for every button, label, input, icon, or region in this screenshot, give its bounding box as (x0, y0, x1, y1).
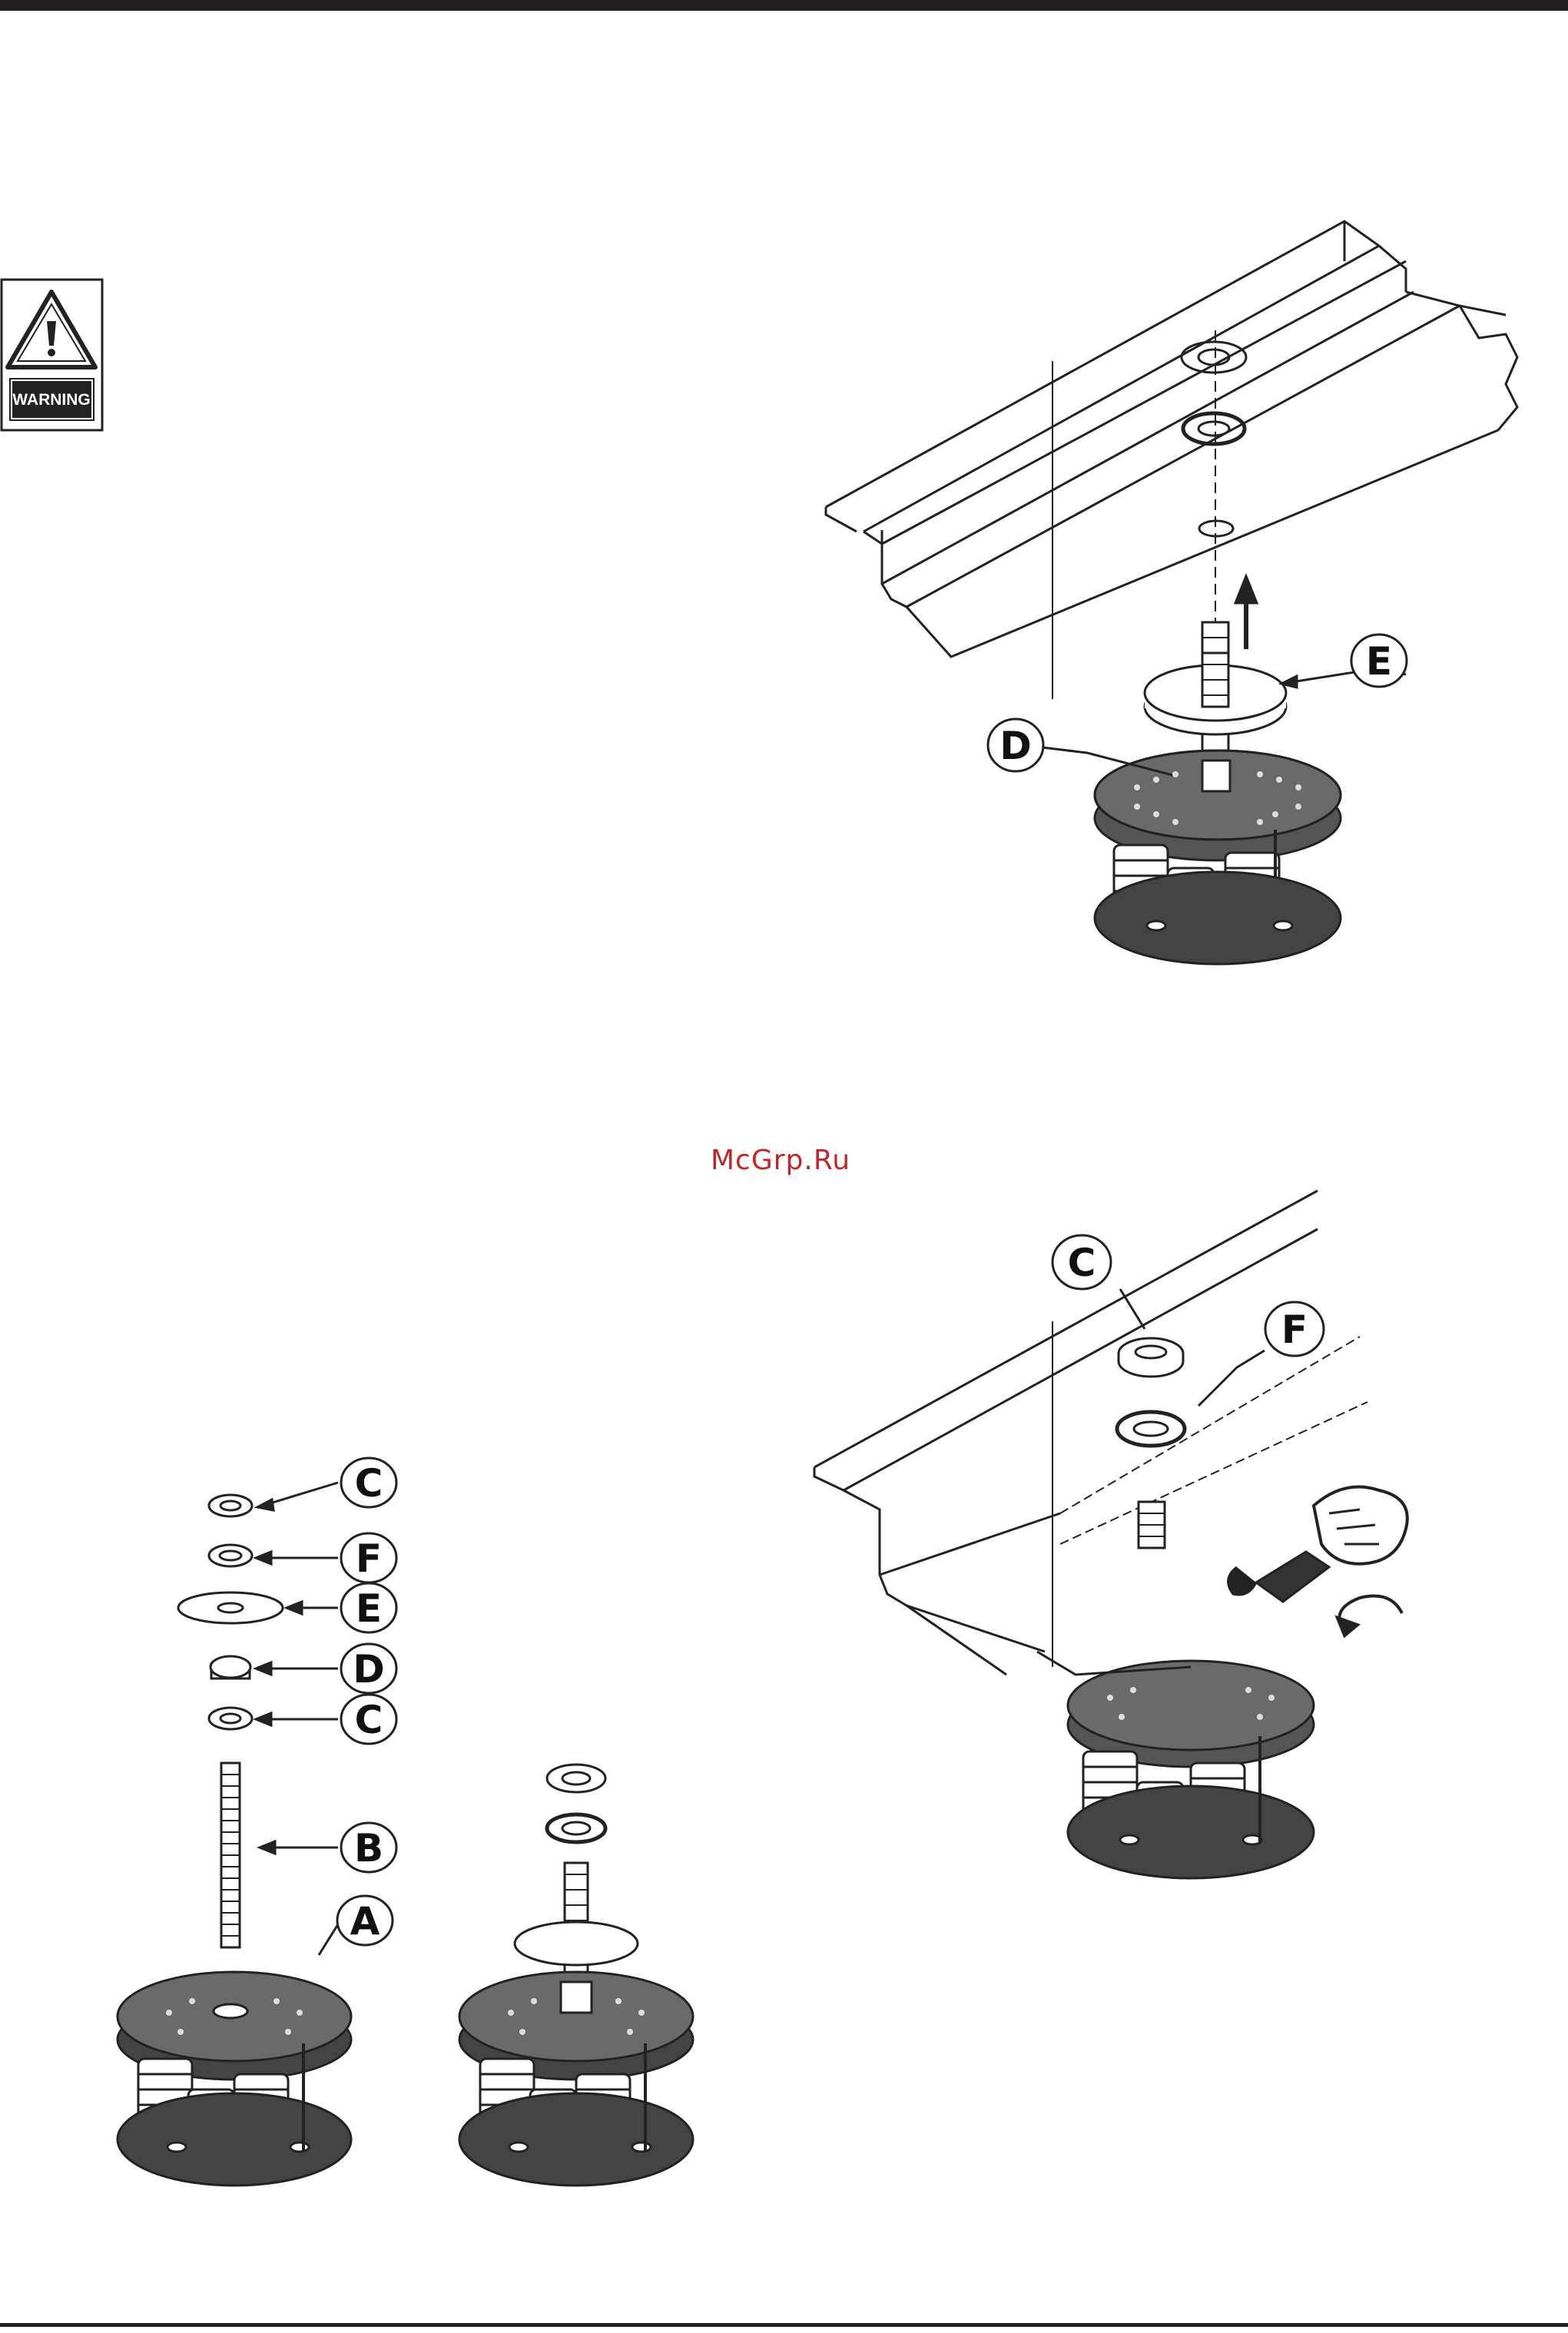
svg-text:B: B (354, 1826, 383, 1871)
callout-e: E (341, 1583, 396, 1632)
figure-fasten-with-wrench: C F (807, 1183, 1498, 1874)
svg-text:F: F (1281, 1307, 1308, 1352)
bottom-rule (0, 2323, 1568, 2327)
callout-b: B (341, 1823, 396, 1872)
callout-f: F (341, 1533, 396, 1582)
callout-a: A (337, 1896, 393, 1945)
svg-text:E: E (356, 1586, 382, 1631)
svg-text:C: C (355, 1698, 383, 1742)
warning-label: WARNING (12, 391, 91, 409)
svg-text:F: F (356, 1536, 382, 1581)
callout-d: D (988, 719, 1043, 771)
callout-d: D (341, 1644, 396, 1693)
svg-text:D: D (353, 1647, 385, 1692)
figure-top-mount-to-frame: E D (814, 223, 1537, 976)
watermark-text: McGrp.Ru (711, 1145, 850, 1176)
callout-f: F (1265, 1302, 1324, 1356)
figure-exploded-mount-parts: C F E D C B A (108, 1444, 707, 2197)
callout-c-top: C (341, 1458, 396, 1507)
svg-text:D: D (999, 724, 1032, 768)
callout-e: E (1351, 635, 1407, 687)
svg-text:A: A (350, 1899, 380, 1944)
svg-text:C: C (355, 1461, 383, 1506)
warning-icon: WARNING (0, 278, 104, 432)
callout-c-bottom: C (341, 1695, 396, 1744)
svg-text:C: C (1068, 1241, 1096, 1285)
top-rule (0, 0, 1568, 11)
svg-text:E: E (1366, 639, 1392, 684)
callout-c: C (1053, 1235, 1111, 1289)
